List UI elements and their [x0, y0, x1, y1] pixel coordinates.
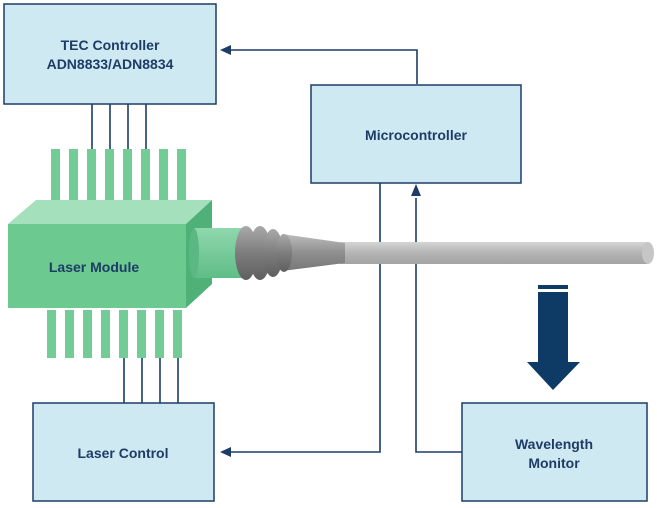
tec-controller-part-label: ADN8833/ADN8834: [47, 56, 174, 72]
monitor-to-mcu-line: [415, 198, 462, 453]
fiber-taper: [282, 234, 345, 271]
light-tap-arrow: [527, 285, 580, 390]
output-tube: [189, 228, 242, 278]
bottom-pins: [47, 310, 182, 358]
fiber-boot: [235, 226, 292, 280]
microcontroller-box: Microcontroller: [310, 84, 522, 184]
arrowheads: [220, 45, 421, 457]
arrowhead-into-laser-control: [220, 447, 231, 457]
wavelength-monitor-label-line2: Monitor: [528, 455, 580, 471]
mcu-to-tec-line: [227, 49, 418, 84]
tec-controller-label: TEC Controller: [61, 37, 160, 53]
wavelength-monitor-box: Wavelength Monitor: [461, 402, 648, 502]
arrowhead-into-microcontroller: [411, 184, 421, 196]
tec-controller-box: TEC Controller ADN8833/ADN8834: [3, 3, 217, 105]
top-pins: [51, 149, 186, 212]
laser-module-label: Laser Module: [49, 259, 139, 275]
laser-control-box: Laser Control: [32, 402, 215, 502]
laser-control-label: Laser Control: [77, 445, 168, 461]
laser-module: Laser Module: [8, 200, 212, 308]
arrowhead-into-tec: [220, 45, 231, 55]
mcu-to-laser-control-line: [227, 183, 381, 453]
wavelength-monitor-label: Wavelength: [515, 436, 593, 452]
microcontroller-label: Microcontroller: [365, 127, 467, 143]
optical-fiber: [282, 234, 654, 271]
